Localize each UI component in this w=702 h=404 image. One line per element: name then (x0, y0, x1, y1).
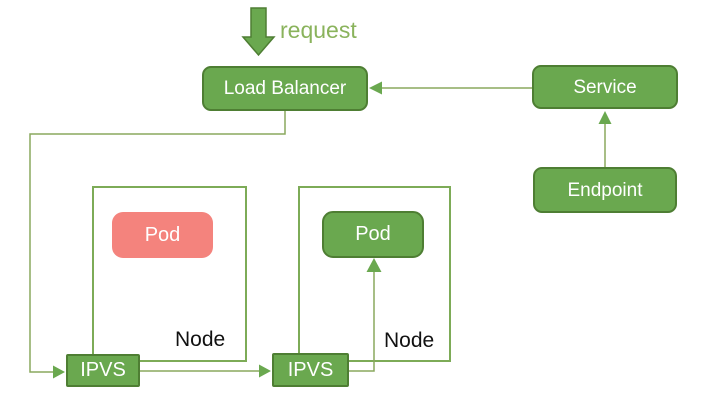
service-box: Service (532, 65, 678, 109)
ipvs-box-right: IPVS (272, 353, 349, 387)
ipvs-right-label: IPVS (287, 358, 334, 381)
endpoint-label: Endpoint (567, 179, 643, 201)
node-right-label: Node (384, 329, 435, 352)
service-label: Service (573, 76, 637, 98)
load-balancer-label: Load Balancer (223, 78, 347, 99)
arrowhead-into-right-ipvs-icon (259, 364, 271, 378)
pod-right-label: Pod (355, 223, 391, 245)
arrowhead-into-left-ipvs-icon (53, 365, 65, 379)
ipvs-left-label: IPVS (80, 359, 126, 381)
arrowhead-into-service-icon (598, 111, 612, 124)
node-left-label: Node (175, 328, 226, 351)
arrowhead-into-lb-icon (369, 81, 382, 95)
pod-box-right: Pod (322, 211, 424, 258)
request-label: request (280, 17, 357, 43)
request-arrow-icon (241, 7, 276, 57)
endpoint-box: Endpoint (533, 167, 677, 213)
ipvs-box-left: IPVS (66, 354, 140, 387)
load-balancer-box: Load Balancer (202, 66, 368, 111)
pod-left-label: Pod (144, 223, 181, 246)
pod-box-left: Pod (112, 212, 213, 258)
